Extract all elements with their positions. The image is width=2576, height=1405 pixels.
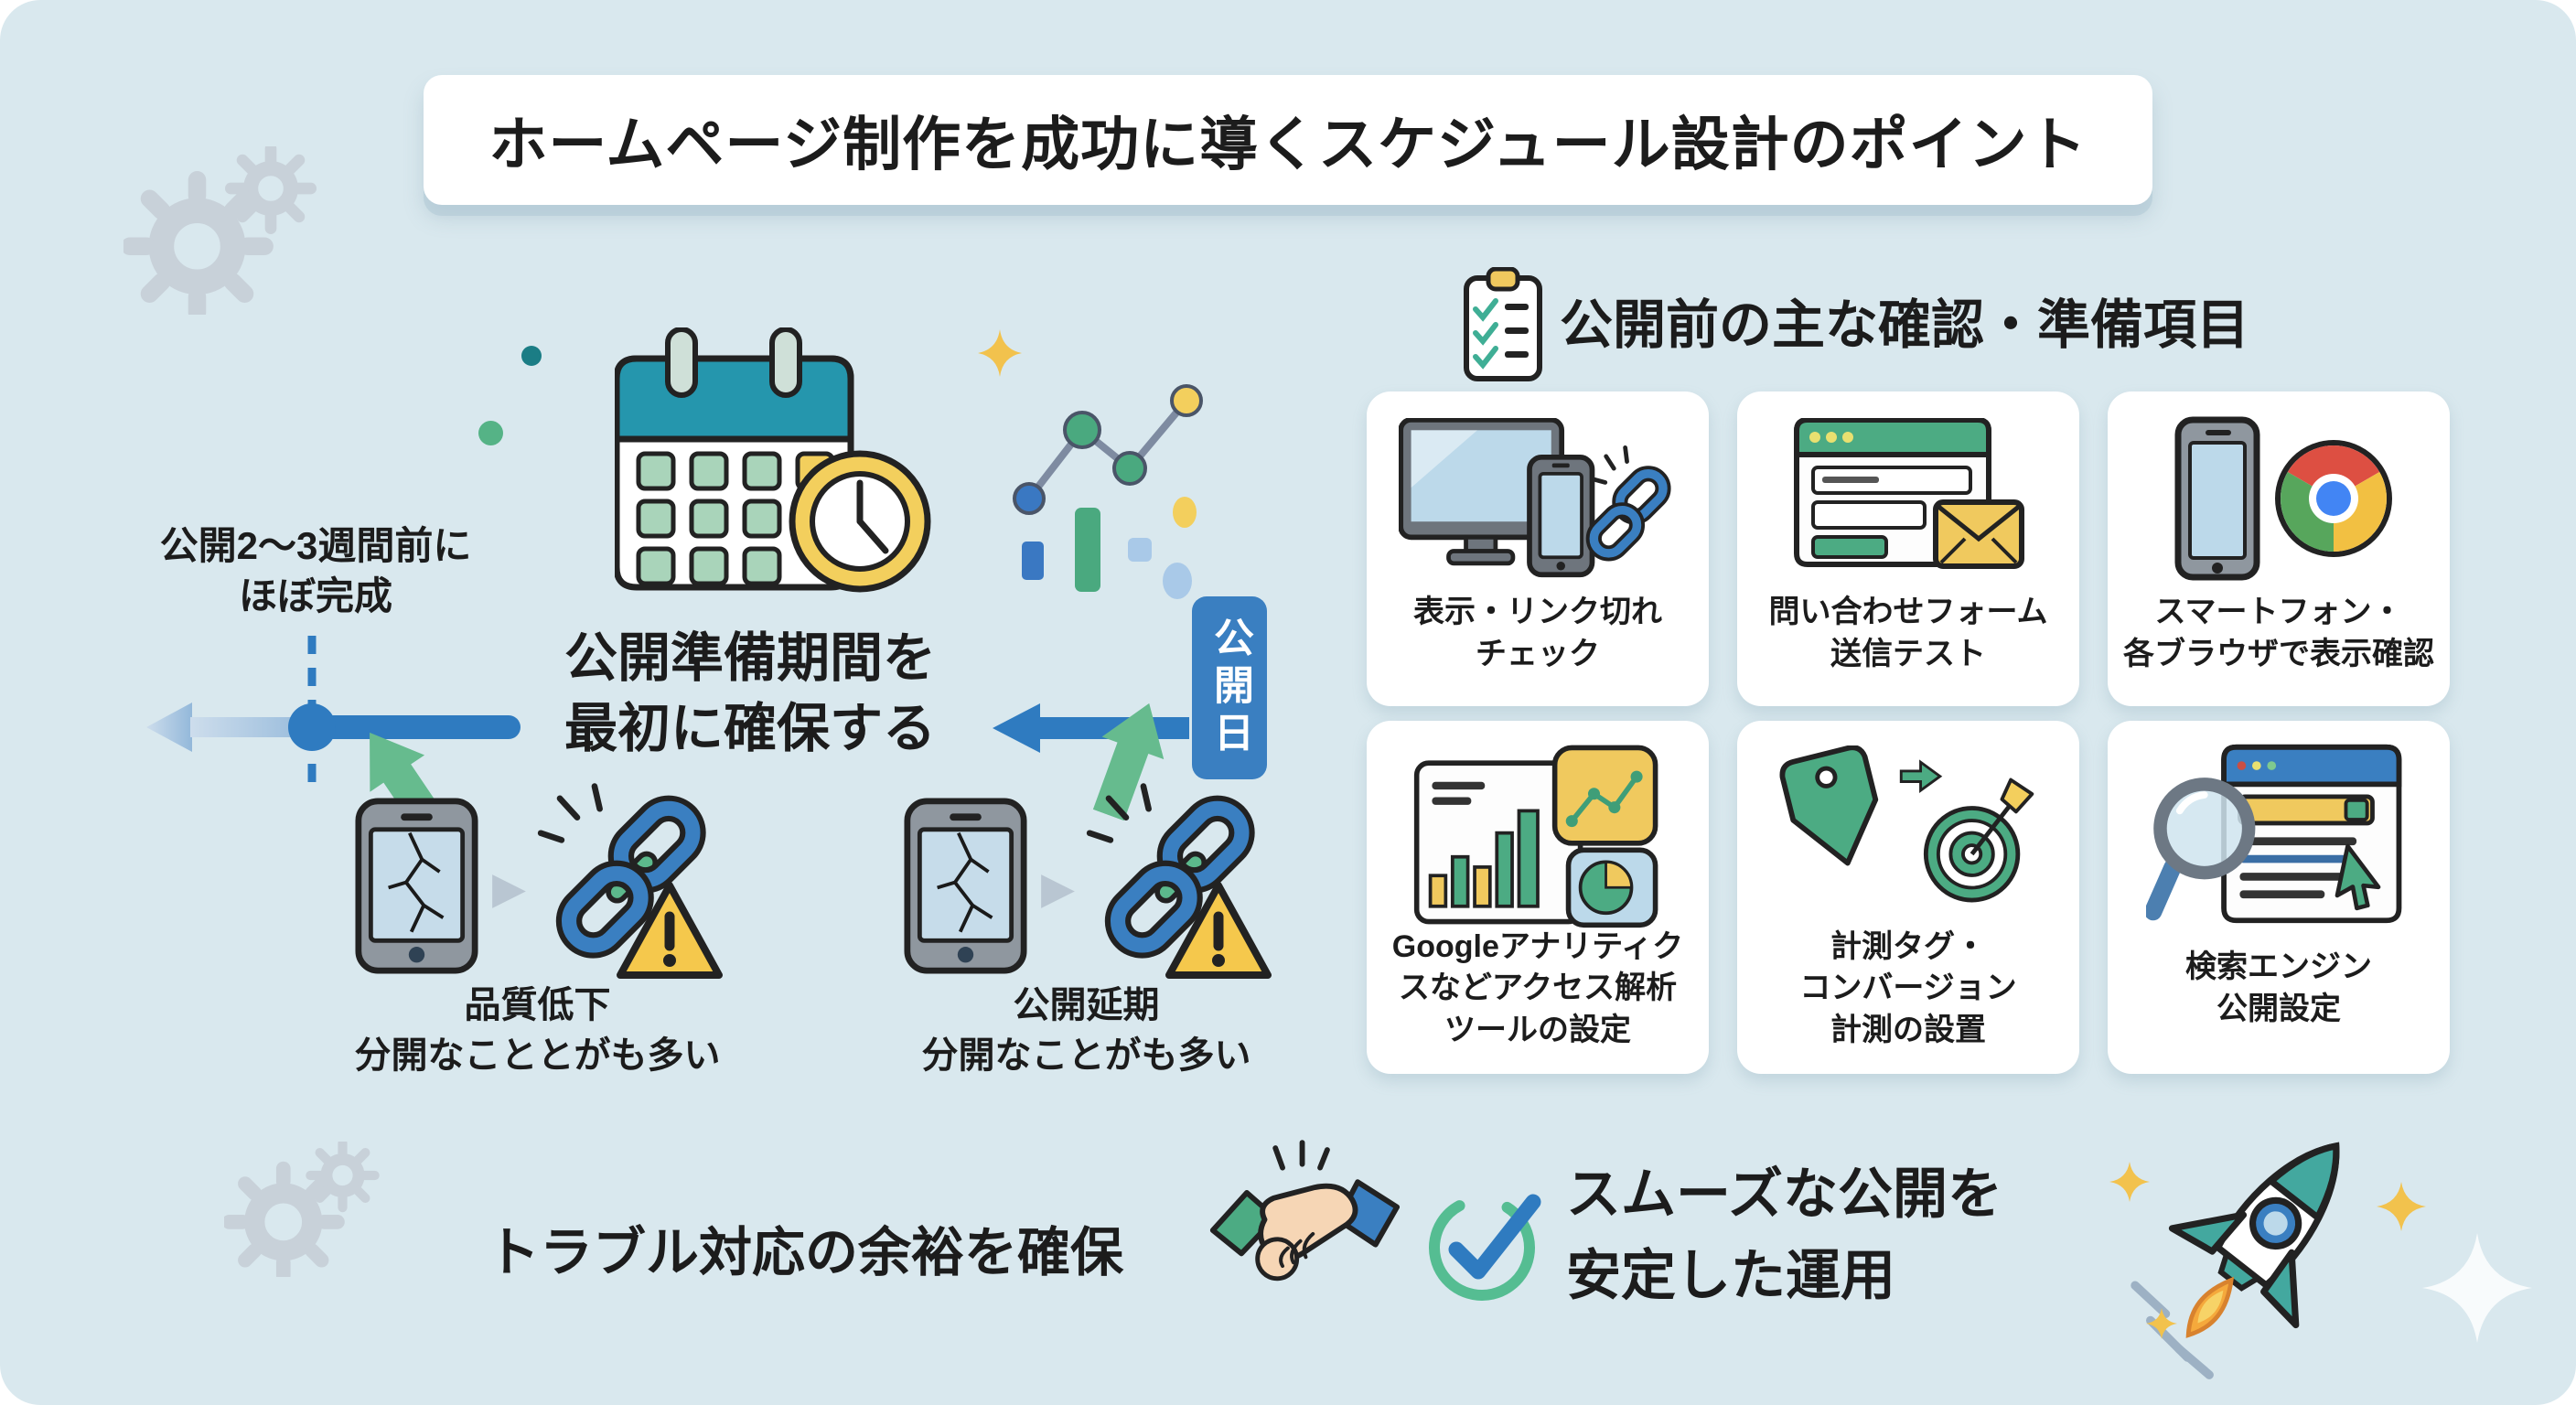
checklist-card: 問い合わせフォーム 送信テスト	[1737, 391, 2079, 706]
checklist-item-label: スマートフォン・ 各ブラウザで表示確認	[2123, 595, 2434, 671]
checklist-item-label: 検索エンジン 公開設定	[2185, 949, 2372, 1026]
sparkle-icon	[2377, 1182, 2426, 1231]
risk-label-right: 公開延期 分開なことがも多い	[921, 985, 1251, 1077]
checklist-item-label: Googleアナリティク スなどアクセス解析 ツールの設定	[1391, 928, 1684, 1047]
footer-left-message: トラブル対応の余裕を確保	[486, 1223, 1123, 1282]
gears-icon	[224, 1142, 380, 1277]
checklist-card: スマートフォン・ 各ブラウザで表示確認	[2108, 391, 2450, 706]
release-day-badge: 公開日	[1192, 596, 1267, 779]
main-message: 公開準備期間を 最初に確保する	[564, 628, 936, 758]
smartphone-chrome-icon	[2141, 413, 2416, 584]
warning-triangle-icon	[1165, 882, 1272, 979]
title-banner: ホームページ制作を成功に導くスケジュール設計のポイント	[424, 75, 2152, 205]
risk-label-left: 品質低下 分開なこととがも多い	[354, 985, 721, 1077]
growth-chart-icon	[978, 329, 1203, 599]
green-up-arrow-right	[1092, 702, 1165, 821]
cracked-phone-icon	[904, 798, 1027, 974]
analytics-dashboard-icon	[1410, 743, 1666, 928]
contact-form-envelope-icon	[1771, 413, 2045, 584]
check-circle-icon	[1429, 1194, 1541, 1301]
footer-right-message: スムーズな公開を 安定した運用	[1566, 1164, 2002, 1306]
cracked-phone-icon	[355, 798, 478, 974]
clipboard-checklist-icon	[1464, 267, 1542, 381]
warning-triangle-icon	[617, 882, 723, 979]
tag-conversion-target-icon	[1776, 743, 2041, 926]
checklist-card: 計測タグ・ コンバージョン 計測の設置	[1737, 721, 2079, 1074]
search-engine-setting-icon	[2146, 743, 2411, 926]
checklist-item-label: 計測タグ・ コンバージョン 計測の設置	[1799, 928, 2017, 1047]
sparkle-icon	[2146, 1308, 2177, 1339]
teal-dot	[521, 346, 542, 366]
checklist-card: 表示・リンク切れ チェック	[1367, 391, 1709, 706]
triangle-right-icon: ▶	[492, 864, 526, 913]
timeline-bar	[312, 715, 521, 739]
handshake-icon	[1209, 1140, 1401, 1282]
checklist-item-label: 問い合わせフォーム 送信テスト	[1768, 595, 2048, 671]
triangle-right-icon: ▶	[1041, 864, 1075, 913]
rocket-icon	[2131, 1142, 2340, 1379]
sparkle-icon	[2422, 1233, 2532, 1343]
sparkle-icon	[2109, 1162, 2150, 1202]
faded-left-arrow	[146, 702, 320, 752]
broken-link-warning-icon	[1086, 783, 1255, 959]
checklist-heading: 公開前の主な確認・準備項目	[1560, 295, 2250, 355]
timeline-dot	[288, 703, 336, 751]
green-dot	[478, 421, 503, 445]
devices-broken-link-icon	[1398, 413, 1678, 584]
page-title: ホームページ制作を成功に導くスケジュール設計のポイント	[488, 112, 2088, 177]
checklist-card: Googleアナリティク スなどアクセス解析 ツールの設定	[1367, 721, 1709, 1074]
checklist-item-label: 表示・リンク切れ チェック	[1413, 595, 1662, 671]
milestone-label: 公開2〜3週間前に ほぼ完成	[159, 524, 472, 617]
broken-link-warning-icon	[537, 783, 706, 959]
gears-icon	[123, 146, 317, 315]
checklist-card: 検索エンジン 公開設定	[2108, 721, 2450, 1074]
calendar-clock-icon	[615, 327, 931, 593]
